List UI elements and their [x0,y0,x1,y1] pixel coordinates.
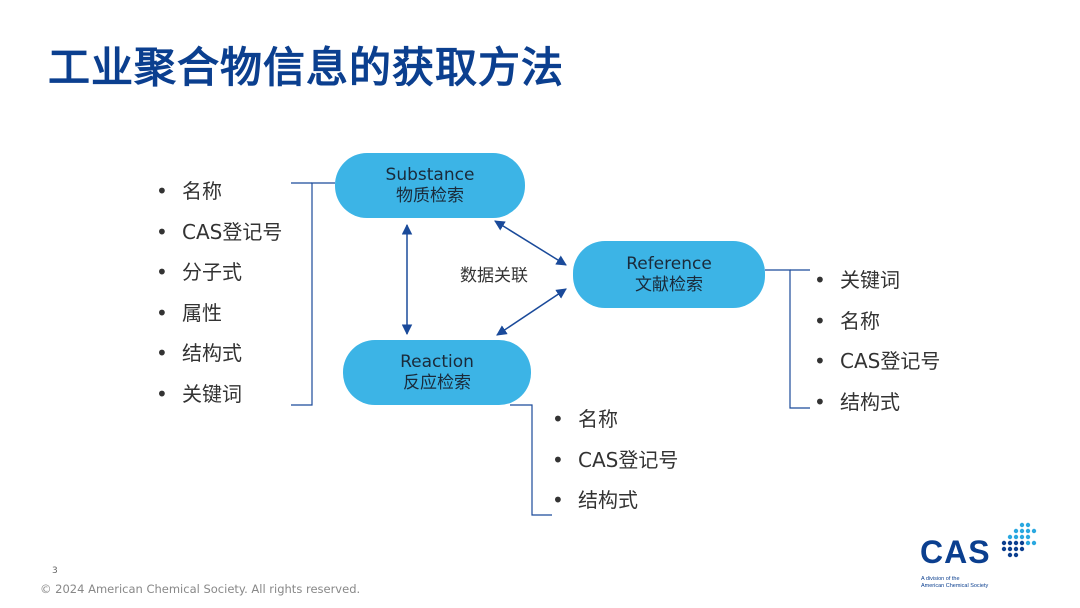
list-item: 结构式 [814,387,940,428]
list-item: CAS登记号 [814,346,940,387]
reference-search-node: Reference 文献检索 [573,241,765,308]
list-item: 分子式 [156,257,282,298]
substance-search-node: Substance 物质检索 [335,153,525,218]
bracket-reaction [510,404,552,516]
reference-node-en: Reference [626,253,712,274]
list-item: 关键词 [156,379,282,420]
list-item: 名称 [156,176,282,217]
page-number: 3 [52,566,58,576]
list-item: 名称 [814,306,940,347]
substance-node-zh: 物质检索 [396,185,464,206]
reference-fields-list: 关键词 名称 CAS登记号 结构式 [814,265,940,427]
list-item: 属性 [156,298,282,339]
logo-dots-icon [1001,522,1037,558]
copyright-notice: © 2024 American Chemical Society. All ri… [40,582,361,596]
reaction-search-node: Reaction 反应检索 [343,340,531,405]
list-item: CAS登记号 [552,445,678,486]
logo-subtitle: A division of the American Chemical Soci… [921,576,1031,590]
logo-subtitle-line2: American Chemical Society [921,583,989,589]
reaction-fields-list: 名称 CAS登记号 结构式 [552,404,678,526]
logo-text: CAS [920,534,991,570]
logo-subtitle-line1: A division of the [921,576,960,582]
data-relation-label: 数据关联 [460,266,528,286]
slide-title: 工业聚合物信息的获取方法 [48,43,565,92]
reaction-node-en: Reaction [400,351,474,372]
reaction-node-zh: 反应检索 [403,372,471,393]
list-item: 名称 [552,404,678,445]
substance-fields-list: 名称 CAS登记号 分子式 属性 结构式 关键词 [156,176,282,419]
bracket-substance [291,182,335,406]
arrow-substance-reference [494,220,567,266]
cas-logo: CAS A division of the American Chemical … [918,520,1043,590]
reference-node-zh: 文献检索 [635,274,703,295]
list-item: 结构式 [552,485,678,526]
arrow-reaction-reference [496,288,567,336]
bracket-reference [765,269,810,409]
list-item: 关键词 [814,265,940,306]
list-item: CAS登记号 [156,217,282,258]
substance-node-en: Substance [385,164,475,185]
list-item: 结构式 [156,338,282,379]
